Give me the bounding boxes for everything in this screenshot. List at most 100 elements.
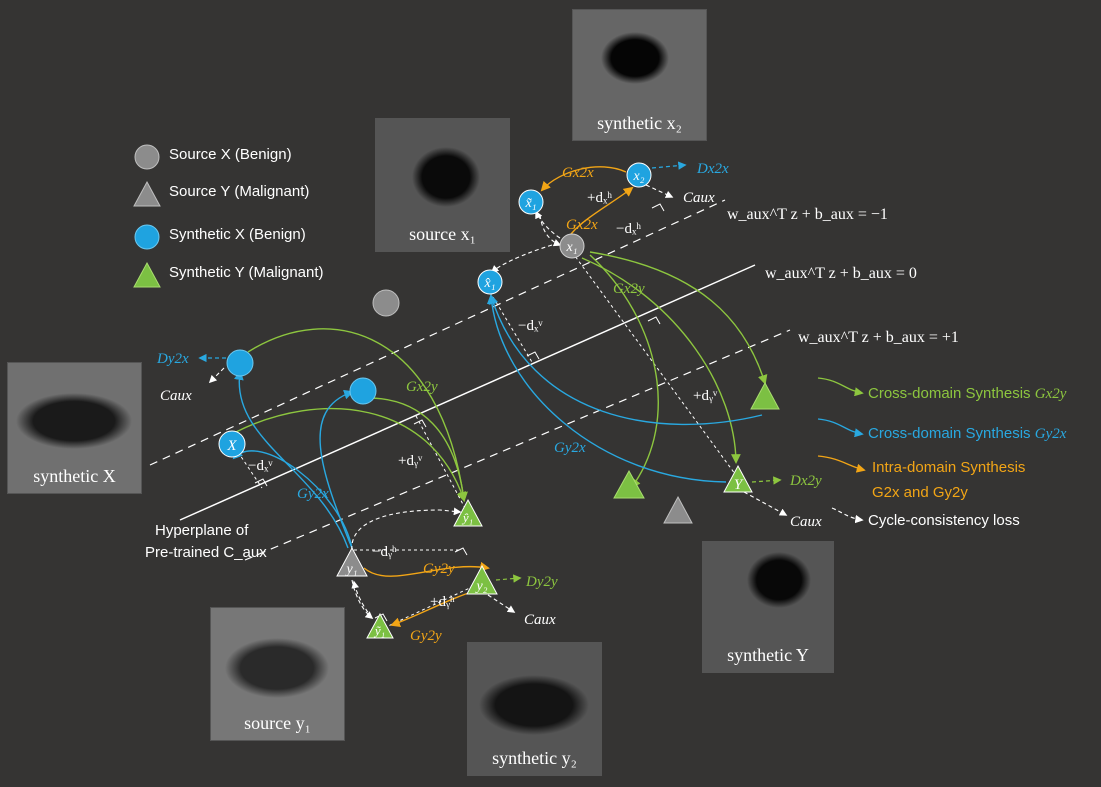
label-minus-dxv-left: −dₓᵛ xyxy=(248,458,273,474)
node-y1-hat: ŷ₁ xyxy=(453,498,483,527)
legend-cross-y2x: Cross-domain Synthesis Gy2x xyxy=(868,425,1067,442)
synthetic-x-node-b xyxy=(349,377,377,405)
right-legend: Cross-domain Synthesis Gx2y Cross-domain… xyxy=(817,377,1067,529)
node-label: x̃₁ xyxy=(524,196,536,211)
label-Caux-y2: Caux xyxy=(524,612,556,628)
label-minus-dxv-right: −dₓᵛ xyxy=(518,318,543,334)
legend-orange-arrow xyxy=(817,455,866,473)
label-plus-dxh: +dₓʰ xyxy=(587,190,612,206)
source-y-node-gray xyxy=(663,495,693,524)
math-labels: Gx2x Gx2x Dx2x Caux +dₓʰ −dₓʰ Gx2y −dₓᵛ … xyxy=(156,161,822,644)
legend-label: Synthetic X (Benign) xyxy=(169,226,306,243)
legend-label: Source X (Benign) xyxy=(169,146,292,163)
node-y1: y₁ xyxy=(336,546,368,577)
legend-intra: Intra-domain Synthesis xyxy=(872,459,1025,476)
label-Dy2x: Dy2x xyxy=(156,351,189,367)
gray-circle-icon xyxy=(134,144,160,170)
node-x2: x₂ xyxy=(626,162,652,188)
legend-label: Synthetic Y (Malignant) xyxy=(169,264,324,281)
legend-cross-y2x-sub: Gy2x xyxy=(1035,426,1067,442)
synthetic-y-node-a xyxy=(750,381,780,410)
ultrasound-texture xyxy=(468,643,601,775)
label-Gx2x-bottom: Gx2x xyxy=(566,217,598,233)
node-y1-tilde: ỹ₁ xyxy=(366,612,394,639)
node-label: ŷ₁ xyxy=(461,510,473,525)
node-X: X xyxy=(218,430,246,458)
label-plus-dyv-left: +dᵧᵛ xyxy=(398,453,423,469)
legend-blue-arrow xyxy=(817,418,864,438)
label-Gx2y-right: Gx2y xyxy=(613,281,645,297)
legend-cycle: Cycle-consistency loss xyxy=(868,512,1020,529)
caption-line-2: Pre-trained C_aux xyxy=(145,544,267,561)
label-Gy2x-left: Gy2x xyxy=(297,486,329,502)
label-Gy2y-top: Gy2y xyxy=(423,561,455,577)
node-label: x₁ xyxy=(565,240,577,255)
legend-white-arrow xyxy=(831,507,864,524)
caption-synthetic-y2: synthetic y₂ xyxy=(492,748,577,768)
hyperplane-caption: Hyperplane of Pre-trained C_aux xyxy=(145,522,267,561)
label-Dx2x: Dx2x xyxy=(696,161,729,177)
label-Caux-X: Caux xyxy=(160,388,192,404)
hyperplane-equations: w_aux^T z + b_aux = −1 w_aux^T z + b_aux… xyxy=(727,206,959,346)
hyperplane-lower xyxy=(244,329,791,561)
green-triangle-icon xyxy=(133,261,161,288)
blue-arrows xyxy=(232,294,763,549)
green-arrows xyxy=(235,251,768,502)
caption-synthetic-X: synthetic X xyxy=(33,466,116,486)
legend-cross-y2x-text: Cross-domain Synthesis xyxy=(868,425,1035,442)
equation-middle: w_aux^T z + b_aux = 0 xyxy=(765,265,917,282)
image-synthetic-Y: synthetic Y xyxy=(702,541,834,673)
source-x-node-gray xyxy=(372,289,400,317)
node-label: X xyxy=(226,438,237,454)
equation-upper: w_aux^T z + b_aux = −1 xyxy=(727,206,888,223)
ultrasound-texture xyxy=(703,542,833,672)
legend-cross-x2y-text: Cross-domain Synthesis xyxy=(868,385,1035,402)
legend-green-arrow xyxy=(817,377,864,397)
ultrasound-texture xyxy=(211,608,344,740)
label-Caux-x2: Caux xyxy=(683,190,715,206)
ultrasound-texture xyxy=(8,363,141,493)
caption-source-y1: source y₁ xyxy=(244,713,311,733)
node-x1-tilde: x̃₁ xyxy=(518,189,544,215)
label-Gy2y-bottom: Gy2y xyxy=(410,628,442,644)
node-label: x̂₁ xyxy=(483,276,495,291)
caption-synthetic-Y: synthetic Y xyxy=(727,645,809,665)
caption-source-x1: source x₁ xyxy=(409,224,476,244)
label-minus-dyh: −dᵧʰ xyxy=(372,544,397,560)
label-Gy2x-right: Gy2x xyxy=(554,440,586,456)
hyperplane-middle xyxy=(179,264,756,521)
ultrasound-texture xyxy=(573,10,706,140)
label-Gx2y-left: Gx2y xyxy=(406,379,438,395)
equation-lower: w_aux^T z + b_aux = +1 xyxy=(798,329,959,346)
label-plus-dyv-right: +dᵧᵛ xyxy=(693,388,718,404)
image-source-y1: source y₁ xyxy=(210,607,345,741)
image-synthetic-y2: synthetic y₂ xyxy=(467,642,602,776)
legend: Source X (Benign) Source Y (Malignant) S… xyxy=(133,143,353,293)
white-dashed-arrows xyxy=(208,184,788,619)
legend-cross-x2y-sub: Gx2y xyxy=(1035,386,1067,402)
synthetic-y-node-b xyxy=(613,469,645,499)
image-synthetic-x2: synthetic x₂ xyxy=(572,9,707,141)
label-minus-dxh: −dₓʰ xyxy=(616,221,641,237)
ultrasound-texture xyxy=(376,119,509,251)
node-Y: Y xyxy=(723,464,753,493)
node-label: x₂ xyxy=(632,169,644,184)
label-Dy2y: Dy2y xyxy=(525,574,558,590)
gray-triangle-icon xyxy=(133,180,161,207)
distance-markers xyxy=(237,251,739,629)
node-label: ỹ₁ xyxy=(373,623,385,638)
image-synthetic-X: synthetic X xyxy=(7,362,142,494)
node-y2: y₂ xyxy=(466,564,498,595)
hyperplane-upper xyxy=(149,199,726,466)
node-x1: x₁ xyxy=(559,233,585,259)
orange-arrows xyxy=(363,166,634,627)
label-Dx2y: Dx2y xyxy=(789,473,822,489)
legend-label: Source Y (Malignant) xyxy=(169,183,310,200)
synthetic-x-node-a xyxy=(226,349,254,377)
legend-cross-x2y: Cross-domain Synthesis Gx2y xyxy=(868,385,1067,402)
image-source-x1: source x₁ xyxy=(375,118,510,252)
blue-circle-icon xyxy=(134,224,160,250)
label-plus-dyh: +dᵧʰ xyxy=(430,594,455,610)
label-Gx2x-top: Gx2x xyxy=(562,165,594,181)
